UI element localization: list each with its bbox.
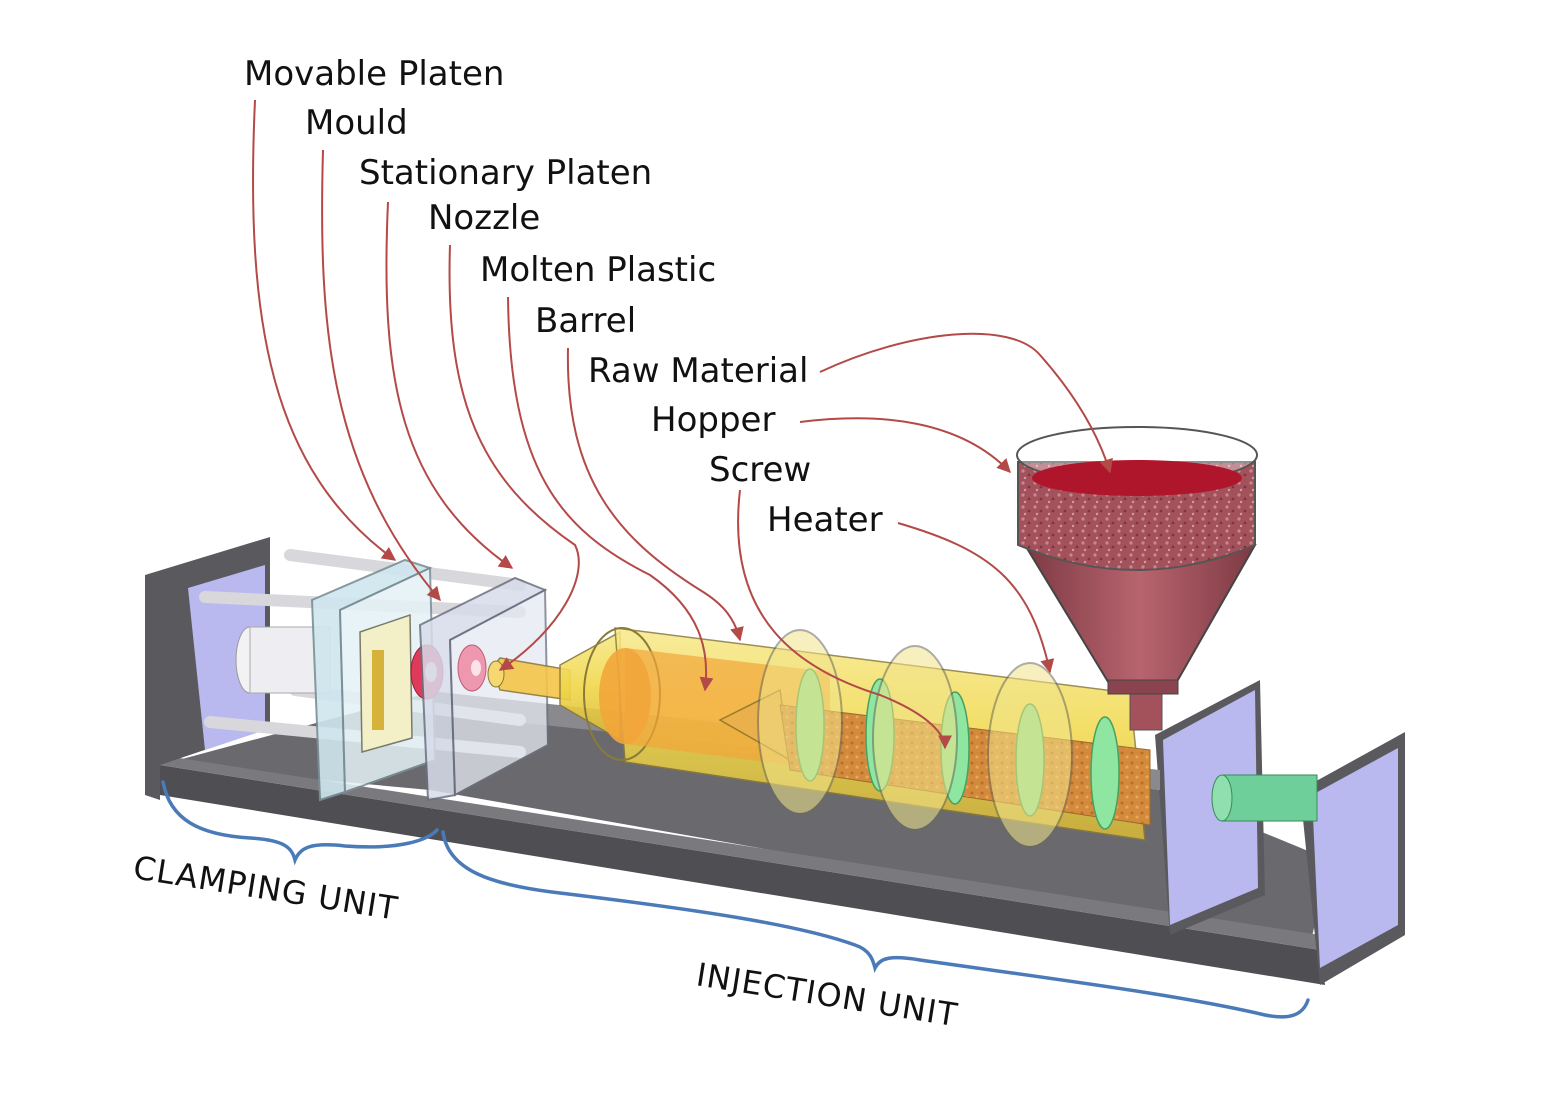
heater-band-3 bbox=[987, 662, 1073, 848]
injection-assembly bbox=[487, 627, 1318, 848]
mould-half bbox=[359, 613, 413, 753]
nozzle-tip bbox=[487, 660, 505, 688]
left-end-plate bbox=[188, 565, 265, 750]
drive-shaft bbox=[1221, 774, 1318, 822]
brace-injection-unit bbox=[441, 830, 1310, 1019]
leader-hopper bbox=[799, 417, 1011, 474]
mould-insert bbox=[372, 650, 384, 730]
leader-screw bbox=[737, 489, 952, 750]
leader-heater bbox=[897, 522, 1055, 674]
label-movable-platen: Movable Platen bbox=[244, 54, 504, 94]
label-injection-unit: INJECTION UNIT bbox=[694, 955, 961, 1034]
label-stationary-platen: Stationary Platen bbox=[359, 153, 652, 193]
stationary-platen-face bbox=[448, 588, 550, 797]
label-heater: Heater bbox=[767, 500, 883, 540]
base-front-top bbox=[160, 755, 1320, 950]
leader-raw-material bbox=[819, 332, 1113, 474]
middle-end-plate bbox=[1163, 690, 1258, 925]
screw-flight-5 bbox=[1090, 716, 1120, 830]
clamping-assembly bbox=[199, 549, 550, 802]
brace-clamping-unit bbox=[161, 780, 439, 866]
right-end-plate bbox=[1312, 748, 1398, 968]
leader-movable-platen bbox=[252, 99, 397, 561]
leader-mould bbox=[321, 149, 441, 602]
leader-barrel bbox=[566, 347, 744, 642]
leader-lines bbox=[252, 99, 1113, 750]
heater-band-2 bbox=[872, 645, 958, 831]
label-mould: Mould bbox=[305, 103, 408, 143]
raw-material-surface bbox=[1032, 460, 1242, 496]
label-molten-plastic: Molten Plastic bbox=[480, 250, 716, 290]
base-front-lip bbox=[160, 765, 1325, 985]
label-screw: Screw bbox=[709, 450, 811, 490]
hopper-assembly bbox=[1016, 426, 1258, 731]
drive-shaft-end bbox=[1211, 774, 1233, 822]
label-clamping-unit: CLAMPING UNIT bbox=[131, 848, 401, 927]
label-raw-material: Raw Material bbox=[588, 351, 808, 391]
label-barrel: Barrel bbox=[535, 301, 636, 341]
heater-bands bbox=[757, 629, 1073, 848]
hopper-neck bbox=[1107, 679, 1179, 695]
callout-labels: Movable Platen Mould Stationary Platen N… bbox=[244, 54, 883, 540]
leader-molten-plastic bbox=[507, 296, 714, 692]
label-hopper: Hopper bbox=[651, 400, 775, 440]
heater-band-1 bbox=[757, 629, 843, 815]
unit-braces bbox=[161, 780, 1310, 1019]
label-nozzle: Nozzle bbox=[428, 198, 540, 238]
leader-nozzle bbox=[448, 244, 580, 671]
leader-stationary-platen bbox=[385, 201, 514, 569]
mould-part-right-hole bbox=[471, 660, 481, 676]
